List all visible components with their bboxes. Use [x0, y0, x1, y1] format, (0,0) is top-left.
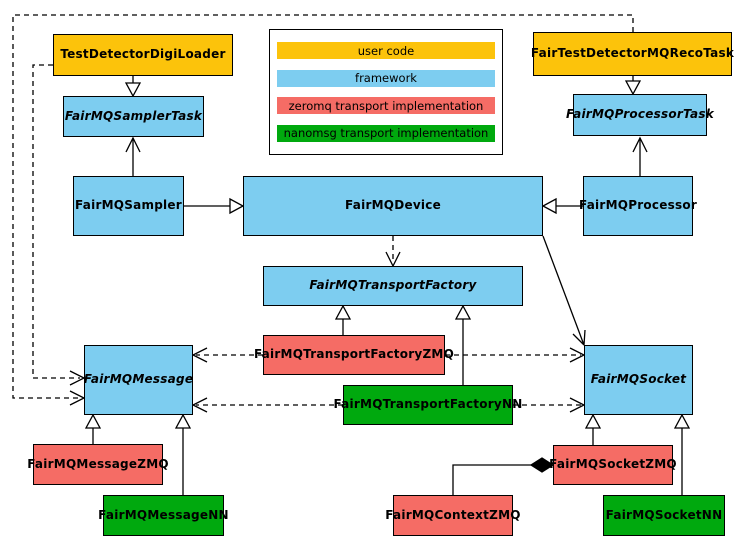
node-fair-mq-transport-factory-nn: FairMQTransportFactoryNN	[333, 385, 522, 425]
edge-dependency-device-transportfactory	[385, 236, 401, 268]
legend-item-user-code: user code	[277, 42, 495, 60]
node-fair-mq-sampler-task: FairMQSamplerTask	[63, 96, 204, 137]
edge-dependency-factorynn-socket	[513, 397, 586, 413]
node-fair-mq-message: FairMQMessage	[84, 345, 193, 415]
node-fair-mq-message-zmq: FairMQMessageZMQ	[27, 444, 169, 485]
edge-inheritance-factorynn-factory	[454, 304, 472, 385]
edge-association-processor-processortask	[632, 136, 648, 176]
edge-dependency-factorynn-message	[191, 397, 343, 413]
legend: user code framework zeromq transport imp…	[269, 29, 503, 155]
edge-inheritance-factoryzmq-factory	[334, 304, 352, 335]
edge-inheritance-digiloader-samplertask	[124, 76, 142, 98]
legend-item-nanomsg: nanomsg transport implementation	[277, 124, 495, 142]
edge-inheritance-messagezmq-message	[84, 413, 102, 444]
node-fair-mq-transport-factory-zmq: FairMQTransportFactoryZMQ	[254, 335, 454, 375]
edge-composition-socketzmq-contextzmq	[452, 457, 555, 495]
node-fair-mq-processor-task: FairMQProcessorTask	[566, 94, 714, 136]
node-fair-mq-transport-factory: FairMQTransportFactory	[263, 266, 523, 306]
edge-dependency-factoryzmq-socket	[445, 347, 586, 363]
node-fair-mq-socket-nn: FairMQSocketNN	[603, 495, 725, 536]
node-fair-mq-sampler: FairMQSampler	[73, 176, 184, 236]
edge-inheritance-sampler-device	[184, 197, 245, 215]
node-fair-test-detector-mq-reco-task: FairTestDetectorMQRecoTask	[531, 32, 734, 76]
edge-inheritance-processor-device	[541, 197, 583, 215]
node-fair-mq-device: FairMQDevice	[243, 176, 543, 236]
node-fair-mq-context-zmq: FairMQContextZMQ	[385, 495, 520, 536]
edge-dependency-factoryzmq-message	[191, 347, 263, 363]
legend-item-framework: framework	[277, 69, 495, 87]
edge-inheritance-recotask-processortask	[624, 76, 642, 96]
node-test-detector-digi-loader: TestDetectorDigiLoader	[53, 34, 233, 76]
edge-inheritance-messagenn-message	[174, 413, 192, 495]
edge-inheritance-socketzmq-socket	[584, 413, 602, 445]
edge-inheritance-socketnn-socket	[673, 413, 691, 495]
edge-association-sampler-samplertask	[125, 136, 141, 176]
node-fair-mq-socket-zmq: FairMQSocketZMQ	[549, 445, 677, 485]
legend-item-zeromq: zeromq transport implementation	[277, 97, 495, 115]
edge-association-device-socket	[542, 235, 586, 346]
node-fair-mq-socket: FairMQSocket	[584, 345, 693, 415]
node-fair-mq-processor: FairMQProcessor	[579, 176, 697, 236]
node-fair-mq-message-nn: FairMQMessageNN	[98, 495, 229, 536]
